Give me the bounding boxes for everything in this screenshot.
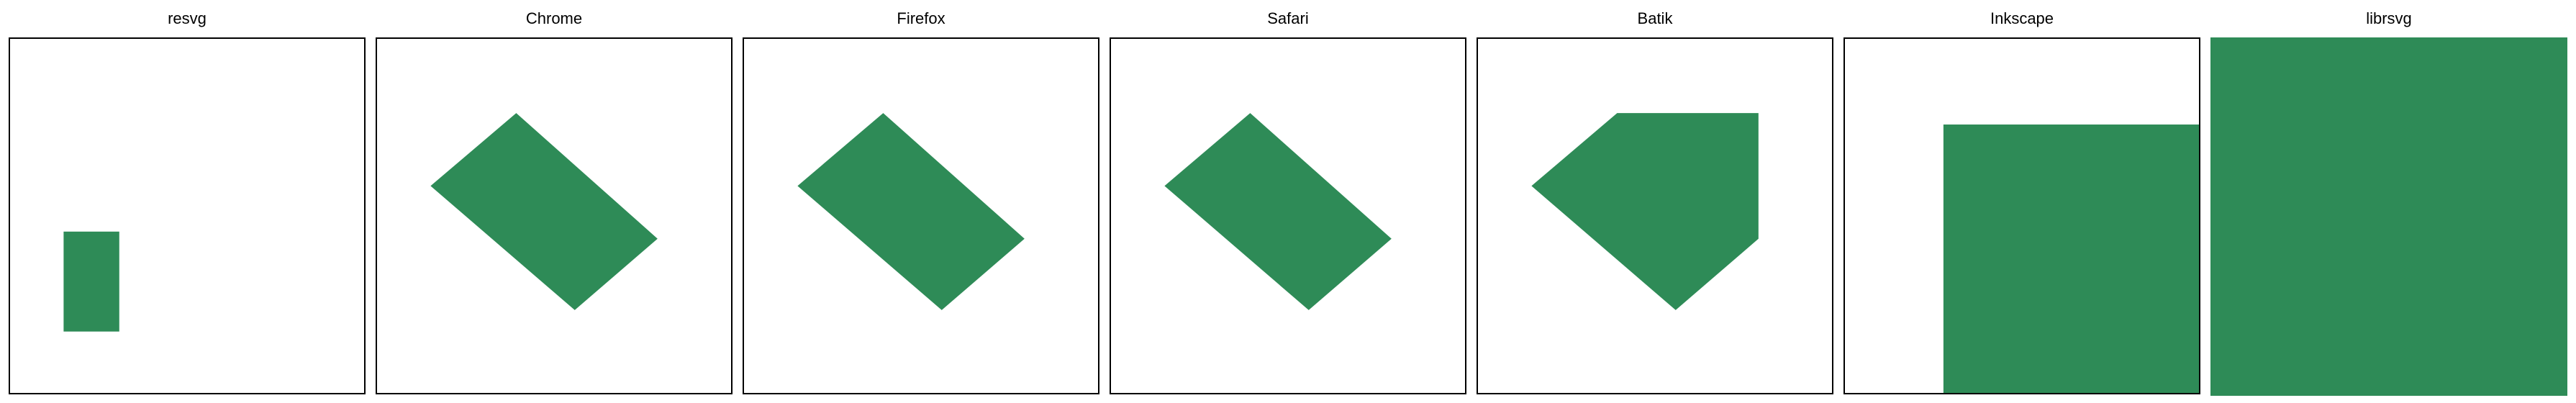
green-shape <box>1943 124 2199 393</box>
green-shape <box>797 113 1025 310</box>
render-batik <box>1531 113 1759 310</box>
panel-firefox <box>743 37 1099 394</box>
render-chrome <box>430 113 658 310</box>
panel-safari <box>1110 37 1466 394</box>
panel-title-firefox: Firefox <box>897 9 945 27</box>
panel-title-resvg: resvg <box>168 9 207 27</box>
panel-title-batik: Batik <box>1637 9 1673 27</box>
green-shape <box>430 113 658 310</box>
panel-title-safari: Safari <box>1267 9 1309 27</box>
panel-batik <box>1477 37 1833 394</box>
panel-resvg <box>9 37 366 394</box>
green-shape <box>1164 113 1392 310</box>
render-resvg <box>63 231 119 332</box>
panel-chrome <box>376 37 733 394</box>
render-librsvg <box>2210 37 2567 396</box>
panel-title-inkscape: Inkscape <box>1990 9 2054 27</box>
render-firefox <box>797 113 1025 310</box>
panel-title-chrome: Chrome <box>525 9 583 27</box>
render-inkscape <box>1943 124 2199 393</box>
green-shape <box>63 231 119 332</box>
panel-title-librsvg: librsvg <box>2366 9 2412 27</box>
panel-inkscape <box>1843 37 2200 394</box>
render-safari <box>1164 113 1392 310</box>
green-shape <box>1531 113 1759 310</box>
